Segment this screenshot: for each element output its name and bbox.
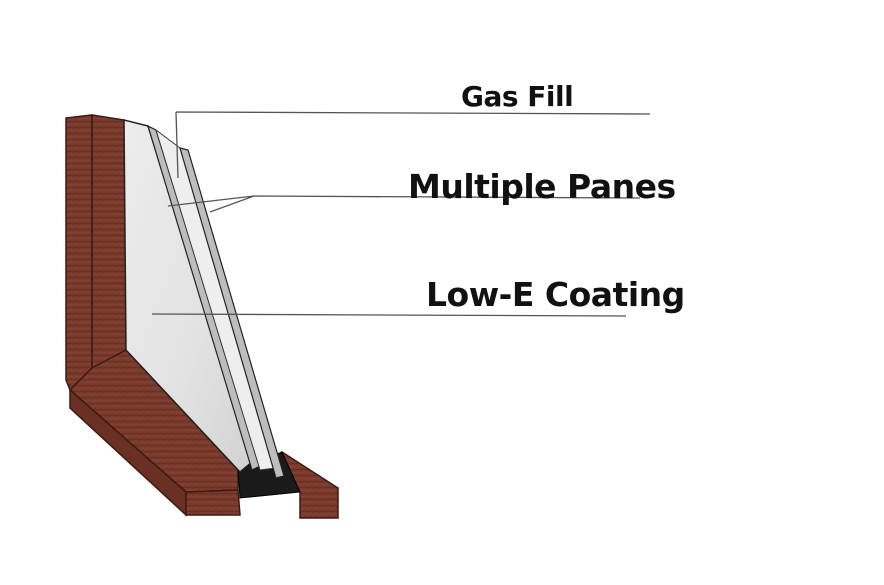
outer-glass-pane xyxy=(179,147,285,479)
gas-fill-leader-line xyxy=(175,111,651,179)
low-e-coating-leader-line xyxy=(151,313,627,317)
inner-glass-pane xyxy=(123,119,253,474)
multiple-panes-label: Multiple Panes xyxy=(408,167,676,206)
low-e-coating-label: Low-E Coating xyxy=(426,275,685,314)
frame-stile-outer xyxy=(65,114,93,392)
gas-fill-label: Gas Fill xyxy=(461,80,574,113)
frame-stile-inner xyxy=(91,114,127,370)
frame-bottom-block xyxy=(185,489,241,516)
multiple-panes-leader-line xyxy=(167,195,641,213)
